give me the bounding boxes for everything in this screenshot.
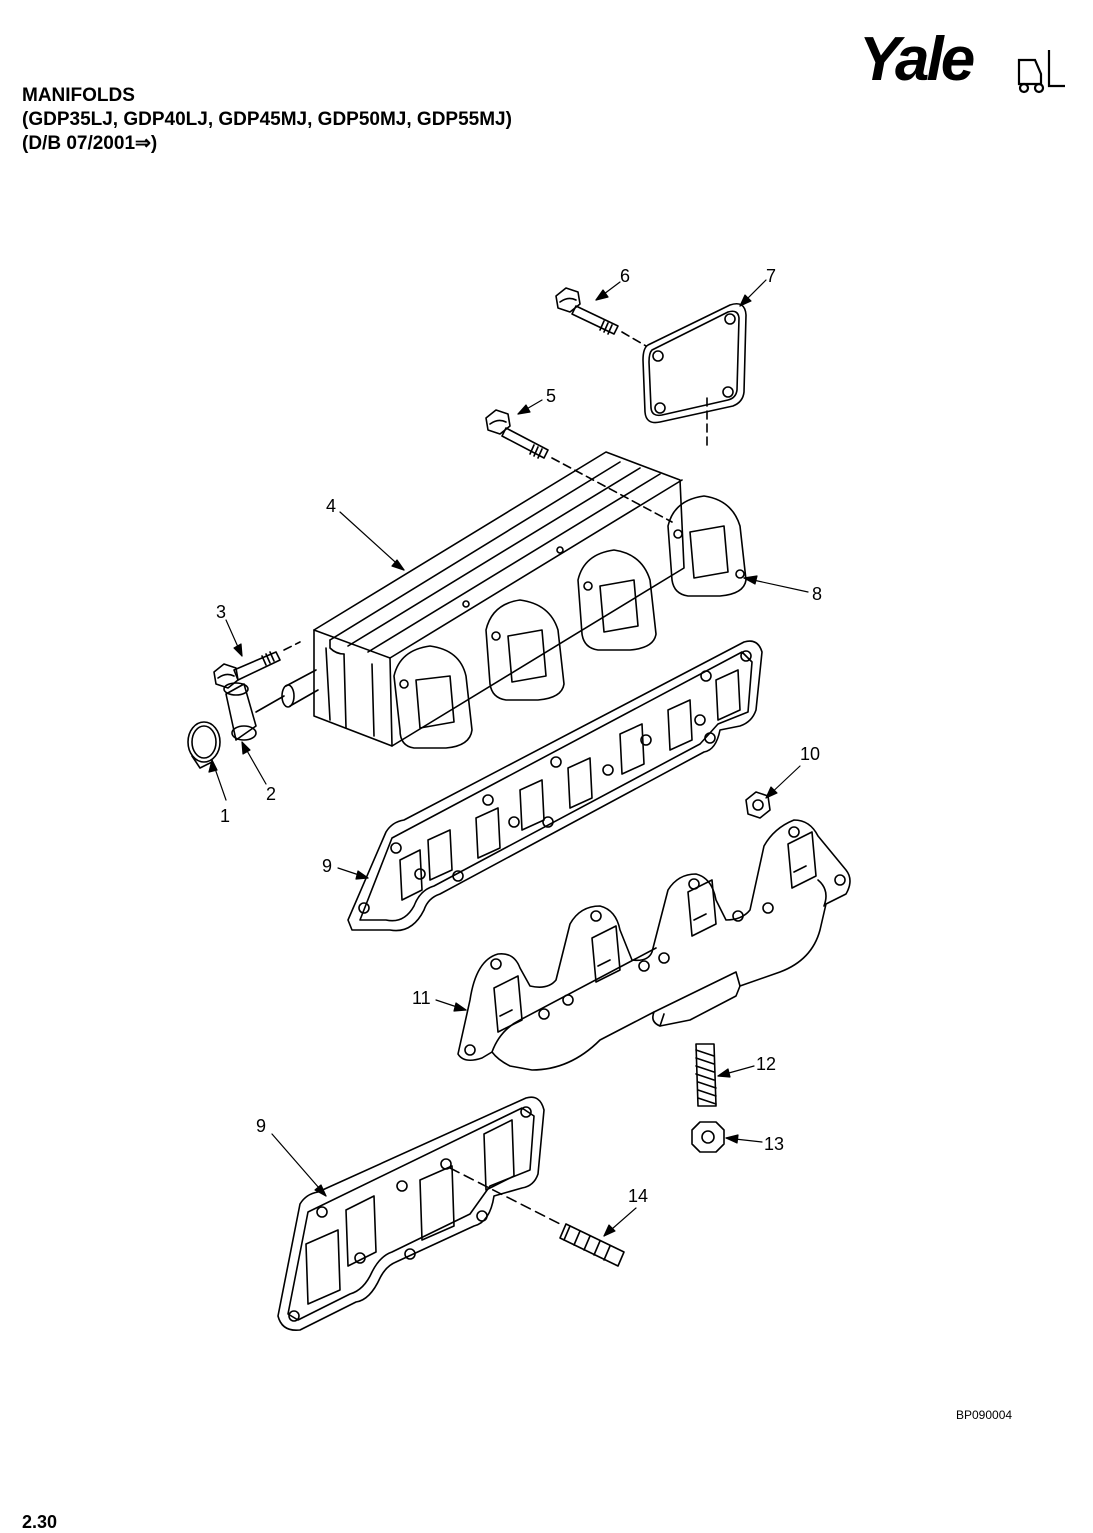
callout-10: 10 (800, 744, 820, 764)
part-10-nut (746, 792, 770, 818)
part-3-bolt (214, 652, 280, 688)
exhaust-ports (465, 827, 845, 1055)
axis-line-2 (256, 696, 284, 712)
leader-9b (272, 1134, 326, 1196)
callout-9-upper: 9 (322, 856, 332, 876)
callout-4: 4 (326, 496, 336, 516)
callout-11: 11 (412, 988, 431, 1008)
axis-line-14 (450, 1168, 560, 1224)
callout-6: 6 (620, 266, 630, 286)
page-number: 2.30 (22, 1512, 58, 1532)
date-range: (D/B 07/2001⇒) (22, 133, 158, 154)
yale-logo-text: Yale (859, 25, 974, 94)
callout-5: 5 (546, 386, 556, 406)
part-13-nut (692, 1122, 724, 1152)
page-title: MANIFOLDS (22, 85, 135, 106)
gasket-openings-lower (289, 1107, 531, 1321)
callout-9-lower: 9 (256, 1116, 266, 1136)
part-7-cover-plate (643, 304, 746, 423)
intake-ports (394, 496, 746, 748)
part-11-exhaust-manifold (458, 820, 850, 1070)
part-4-intake-manifold (282, 452, 746, 748)
part-14-stud (560, 1224, 624, 1266)
gasket-openings (359, 651, 751, 913)
callout-8: 8 (812, 584, 822, 604)
part-6-bolt (556, 288, 618, 334)
part-2-cap (224, 683, 256, 740)
yale-logo: Yale (859, 25, 1069, 94)
callout-2: 2 (266, 784, 276, 804)
part-9-upper-gasket (348, 641, 762, 930)
callout-numbers: 1 2 3 4 5 6 7 8 9 10 11 12 13 9 14 (216, 266, 822, 1206)
callout-3: 3 (216, 602, 226, 622)
forklift-icon (1019, 50, 1065, 92)
callout-1: 1 (220, 806, 230, 826)
axis-line-6 (622, 332, 646, 346)
callout-12: 12 (756, 1054, 776, 1074)
model-list: (GDP35LJ, GDP40LJ, GDP45MJ, GDP50MJ, GDP… (22, 109, 512, 130)
callout-14: 14 (628, 1186, 648, 1206)
part-12-stud (696, 1044, 716, 1106)
part-9-lower-gasket (278, 1097, 544, 1330)
part-1-clamp (188, 722, 220, 768)
page-header: MANIFOLDS (GDP35LJ, GDP40LJ, GDP45MJ, GD… (22, 84, 512, 156)
callout-13: 13 (764, 1134, 784, 1154)
axis-line-5 (552, 458, 672, 522)
callout-7: 7 (766, 266, 776, 286)
leader-lines (209, 280, 808, 1236)
figure-reference: BP090004 (956, 1408, 1013, 1422)
leader-4 (340, 512, 404, 570)
axis-line-3 (284, 642, 300, 650)
part-5-bolt (486, 410, 548, 458)
